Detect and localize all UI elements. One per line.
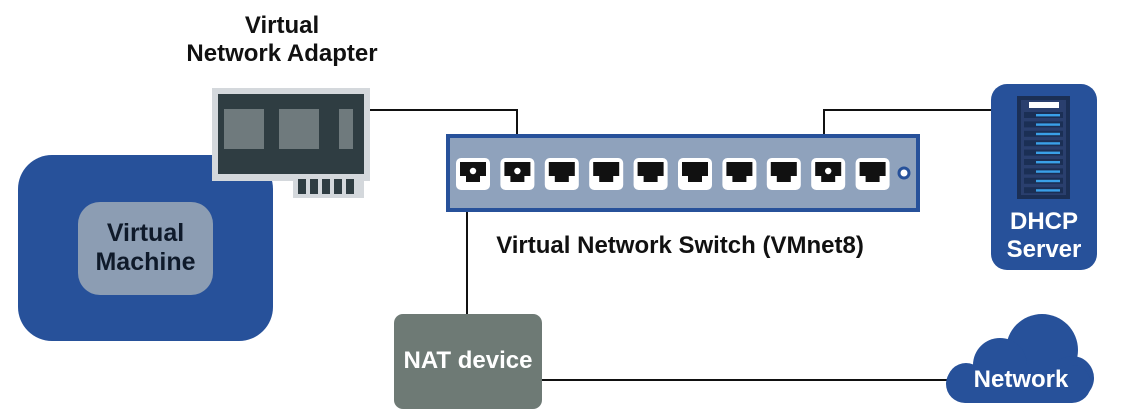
rack-slot-light [1036,179,1060,183]
virtual-machine-label: Virtual Machine [78,219,213,277]
rack-slot-light [1036,142,1060,145]
network-label: Network [973,366,1069,393]
switch-port-10 [855,158,890,190]
switch-port-9 [811,158,846,190]
rack-slot-light [1036,161,1060,164]
rack-slot-light [1036,123,1060,126]
switch-port-6 [678,158,712,190]
rack-slot-light [1036,151,1060,154]
switch-port-5 [633,158,668,190]
switch-port-7 [722,158,757,190]
virtual-network-switch [446,134,920,212]
switch-label: Virtual Network Switch (VMnet8) [496,232,864,259]
dhcp-label-line2: Server [1006,235,1082,263]
rack-slot-light [1036,170,1060,173]
dhcp-label-line1: DHCP [1009,208,1078,235]
adapter-label-line1: Virtual [244,12,320,39]
adapter-label-line2: Network Adapter [186,39,378,67]
rack-slot-light [1036,132,1060,136]
nat-device-box [394,314,542,409]
switch-port-4 [589,158,624,190]
switch-port-1 [456,158,490,190]
vm-label-line1: Virtual [106,219,185,247]
switch-led-icon [897,166,911,180]
virtual-machine-inner [78,202,213,295]
nat-device-label: NAT device [403,347,533,374]
vm-label-line2: Machine [95,247,196,276]
server-rack-icon [1017,96,1070,199]
rack-slot-light [1036,114,1060,117]
switch-port-3 [544,158,579,190]
network-adapter-card [212,88,370,198]
dhcp-label: DHCP Server [991,208,1097,263]
dhcp-server [991,84,1097,270]
switch-port-2 [500,158,535,190]
cloud-icon [946,314,1094,403]
rack-slot-light [1036,189,1060,192]
switch-port-8 [766,158,801,190]
adapter-label: Virtual Network Adapter [172,12,392,67]
